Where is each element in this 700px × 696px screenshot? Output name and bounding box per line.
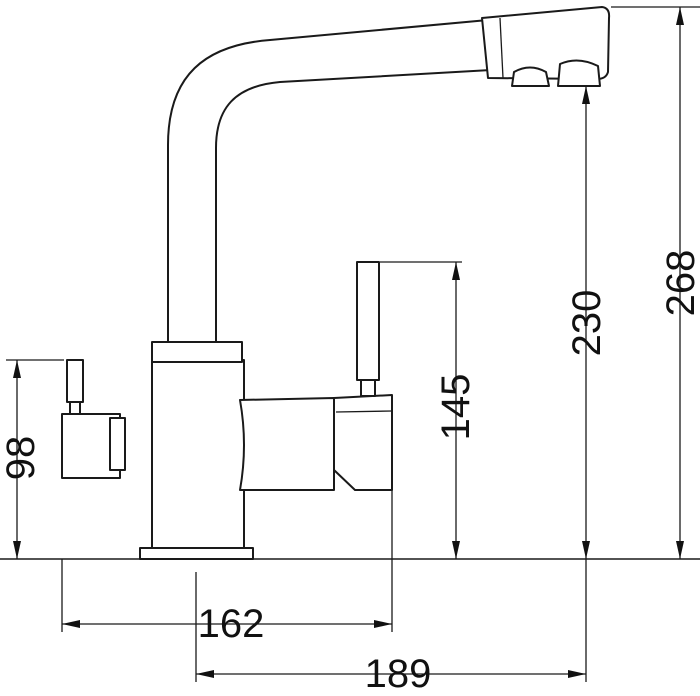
dimension-145: 145 bbox=[380, 261, 478, 559]
faucet bbox=[61, 6, 611, 560]
filter-lever bbox=[66, 359, 84, 415]
dimension-label-98: 98 bbox=[0, 436, 43, 481]
body-collar bbox=[151, 341, 243, 363]
dimension-230: 230 bbox=[565, 86, 609, 559]
dimension-189: 189 bbox=[195, 559, 587, 696]
dimension-98: 98 bbox=[0, 359, 64, 559]
mixer-lever bbox=[356, 261, 380, 381]
dimension-268: 268 bbox=[611, 6, 700, 559]
main-body bbox=[151, 359, 245, 549]
dimension-label-162: 162 bbox=[198, 602, 265, 646]
dimension-label-268: 268 bbox=[659, 250, 700, 317]
base-plate bbox=[139, 547, 254, 560]
dimension-label-189: 189 bbox=[365, 652, 432, 696]
mixer-handle-block bbox=[333, 394, 393, 491]
dimension-label-145: 145 bbox=[434, 374, 478, 441]
dimension-162: 162 bbox=[61, 490, 393, 646]
outlet-left bbox=[511, 66, 550, 87]
cartridge-housing bbox=[239, 397, 335, 491]
outlet-right bbox=[557, 59, 601, 87]
dimension-label-230: 230 bbox=[565, 290, 609, 357]
spout bbox=[167, 19, 492, 345]
